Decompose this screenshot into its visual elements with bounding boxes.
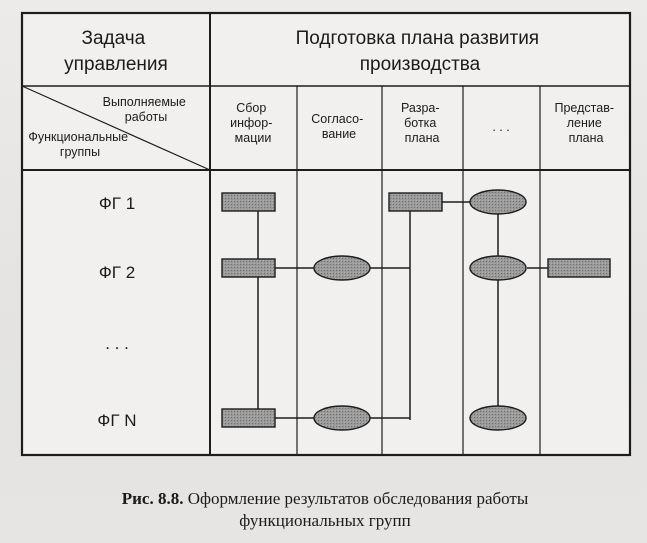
fg2-collect-box bbox=[221, 258, 276, 278]
row-label-fg1: ФГ 1 bbox=[99, 194, 135, 213]
row-labels: ФГ 1 ФГ 2 . . . ФГ N bbox=[97, 194, 136, 430]
row-label-ellipsis: . . . bbox=[105, 334, 129, 353]
fgn-review-ellipse bbox=[469, 405, 527, 431]
fg1-develop-box bbox=[388, 192, 443, 212]
corner-diagonal bbox=[21, 85, 211, 171]
table-grid bbox=[20, 11, 632, 457]
fg1-collect-box bbox=[221, 192, 276, 212]
connectors bbox=[257, 201, 548, 420]
figure-caption: Рис. 8.8. Оформление результатов обследо… bbox=[60, 488, 590, 532]
process-boxes bbox=[221, 192, 611, 428]
column-header-collect: Сбор инфор- мации bbox=[230, 101, 276, 145]
fg2-present-box bbox=[547, 258, 611, 278]
column-headers: Сбор инфор- мации Согласо- вание Разра- … bbox=[230, 101, 618, 145]
caption-line-2: функциональных групп bbox=[239, 511, 411, 530]
works-label: Выполняемые работы bbox=[103, 95, 190, 124]
fg2-review-ellipse bbox=[469, 255, 527, 281]
fg2-agree-ellipse bbox=[313, 255, 371, 281]
row-label-fg2: ФГ 2 bbox=[99, 263, 135, 282]
caption-prefix: Рис. 8.8. bbox=[121, 489, 184, 508]
row-label-fgn: ФГ N bbox=[97, 411, 136, 430]
groups-label: Функциональные группы bbox=[28, 130, 131, 159]
table-background bbox=[22, 13, 630, 455]
table-border bbox=[20, 11, 632, 457]
task-title: Задача управления bbox=[64, 28, 168, 75]
plan-title: Подготовка плана развития производства bbox=[296, 28, 545, 75]
caption-line-1: Оформление результатов обследования рабо… bbox=[187, 489, 529, 508]
fgn-agree-ellipse bbox=[313, 405, 371, 431]
fgn-collect-box bbox=[221, 408, 276, 428]
column-header-ellipsis: . . . bbox=[492, 120, 509, 134]
process-ellipses bbox=[313, 189, 527, 431]
column-header-present: Представ- ление плана bbox=[555, 101, 618, 145]
column-header-develop: Разра- ботка плана bbox=[401, 101, 443, 145]
column-header-agree: Согласо- вание bbox=[311, 112, 367, 141]
fg1-review-ellipse bbox=[469, 189, 527, 215]
